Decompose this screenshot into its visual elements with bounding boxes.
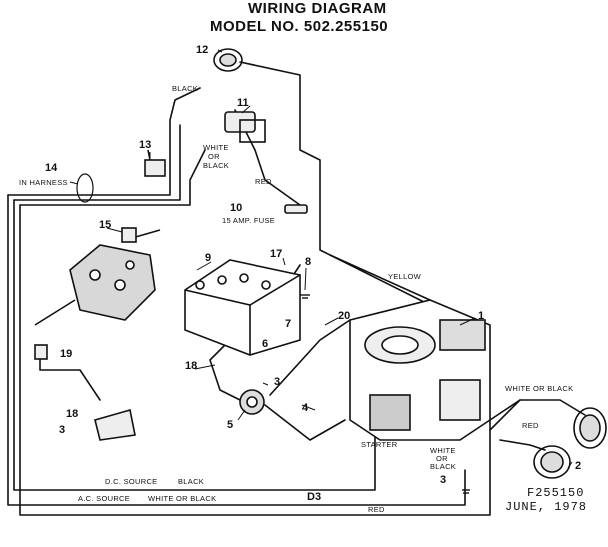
label-in-harness: IN HARNESS [19,178,68,187]
model-number: MODEL NO. 502.255150 [210,18,389,35]
callout-18-top: 18 [185,360,198,372]
ignition-switch-11 [224,111,266,143]
label-d3: D3 [307,491,322,503]
wire-headlights [489,399,586,431]
wire-harness-top [7,87,201,196]
callout-3-left: 3 [59,424,66,436]
callout-5: 5 [227,419,234,431]
callout-8: 8 [305,256,312,268]
label-ac-source: A.C. SOURCE [78,494,131,503]
callout-3-bottom: 3 [440,474,447,486]
diagram-title: WIRING DIAGRAM [248,0,387,17]
label-black-top: BLACK [172,84,199,93]
callout-9: 9 [205,252,212,264]
headlight-12 [213,48,243,72]
figure-date: JUNE, 1978 [505,500,588,514]
callout-15: 15 [99,219,112,231]
label-red-bottom: RED [368,505,385,514]
label-white-top: WHITE [203,143,229,152]
in-harness-leader [69,181,79,185]
label-yellow: YELLOW [388,272,422,281]
solenoid-5 [239,389,265,415]
headlight-2-right [573,407,607,449]
label-black-low: BLACK [430,462,457,471]
battery-6 [184,259,301,356]
dashboard-assembly [34,229,161,326]
callout-6: 6 [262,338,269,350]
wire-red-bottom [19,204,521,516]
callout-20: 20 [338,310,351,322]
callout-10: 10 [230,202,243,214]
switch-18 [94,408,136,441]
label-dc-source: D.C. SOURCE [105,477,158,486]
label-white-black-right: WHITE OR BLACK [505,384,574,393]
wire-harness-top2 [13,124,181,201]
label-ac-white: WHITE OR BLACK [148,494,217,503]
callout-14: 14 [45,162,58,174]
wire-19 [39,354,101,401]
wire-20 [269,319,351,396]
fuse-10 [284,204,308,214]
label-or-top: OR [208,152,220,161]
switch-19 [34,344,48,360]
wire-ac-source [7,194,466,506]
label-red-right: RED [522,421,539,430]
callout-19: 19 [60,348,73,360]
callout-7: 7 [285,318,292,330]
part-15 [121,227,137,243]
label-fuse: 15 AMP. FUSE [222,216,276,225]
headlight-2 [533,445,571,479]
callout-3-top: 3 [274,376,281,388]
label-dc-black: BLACK [178,477,205,486]
wire-headlights2 [499,439,546,451]
figure-code: F255150 [527,486,585,500]
label-red-top: RED [255,177,272,186]
callout-18-bottom: 18 [66,408,79,420]
in-harness-marker [76,173,94,203]
ground-symbols [300,294,470,494]
label-white-low: WHITE [430,446,456,455]
label-starter: STARTER [361,440,398,449]
callout-4: 4 [302,402,309,414]
callout-11: 11 [237,97,249,109]
label-or-low: OR [436,454,448,463]
callout-2: 2 [575,460,582,472]
callout-17: 17 [270,248,283,260]
callout-1: 1 [478,310,485,322]
label-black-top2: BLACK [203,161,230,170]
wire-4 [264,404,346,441]
engine [349,299,491,441]
switch-13 [144,149,166,177]
wire-harness-top3 [19,149,206,206]
callout-13: 13 [139,139,152,151]
callout-12: 12 [196,44,209,56]
wire-yellow [329,254,431,301]
wire-dc-source [13,199,376,491]
